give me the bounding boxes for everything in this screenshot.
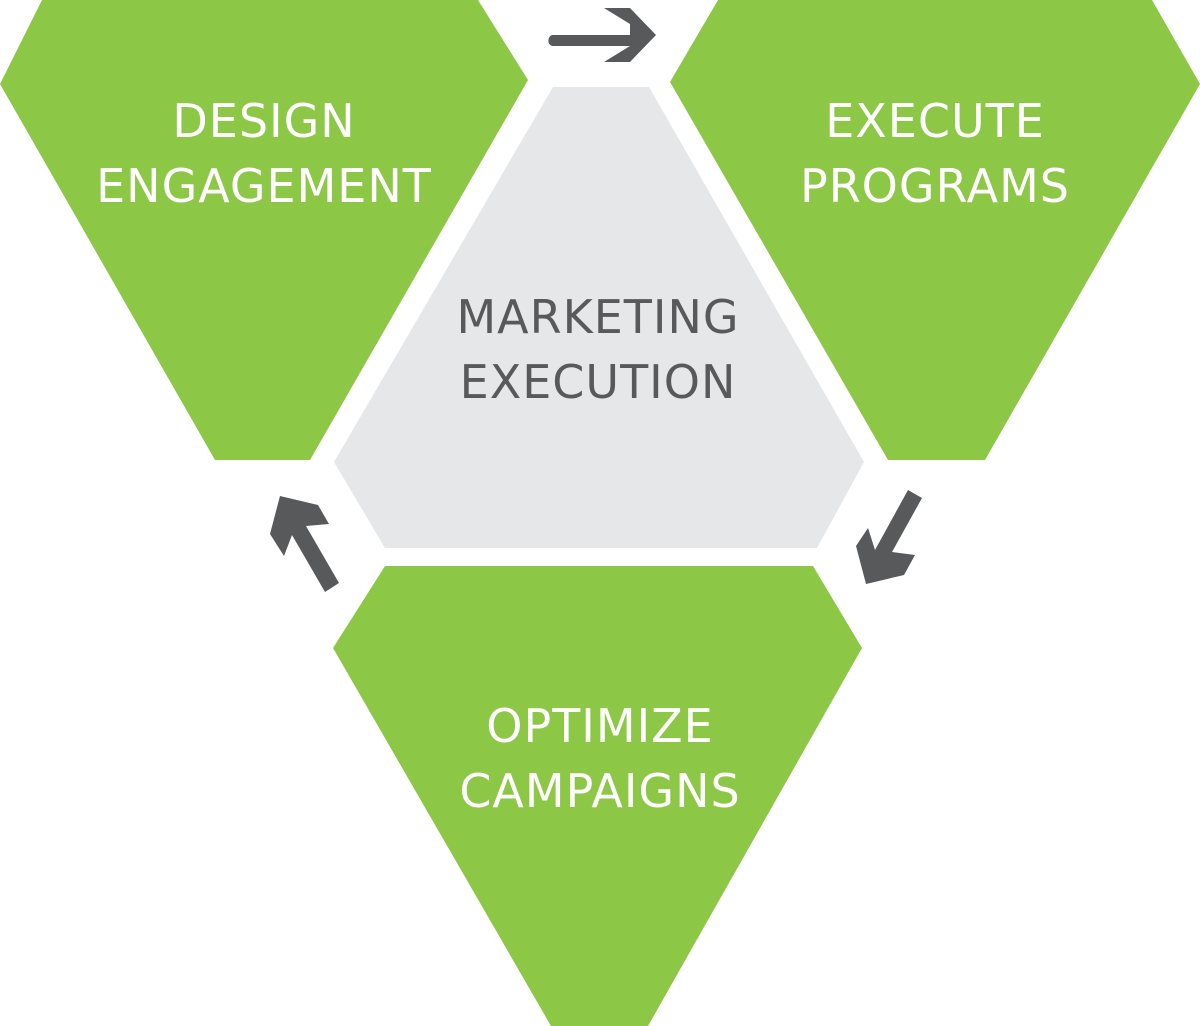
stage-optimize-campaigns-line2: CAMPAIGNS bbox=[459, 764, 740, 818]
stage-design-engagement: DESIGN ENGAGEMENT bbox=[0, 0, 528, 460]
stage-execute-programs-shape bbox=[670, 0, 1200, 460]
stage-design-engagement-shape bbox=[0, 0, 528, 460]
stage-design-engagement-line2: ENGAGEMENT bbox=[96, 159, 432, 213]
arrow-down-left-icon bbox=[856, 490, 922, 584]
arrow-design-to-execute bbox=[548, 8, 656, 62]
stage-design-engagement-line1: DESIGN bbox=[172, 94, 355, 148]
stage-optimize-campaigns-shape bbox=[333, 566, 862, 1026]
arrow-optimize-to-design bbox=[270, 496, 339, 592]
stage-optimize-campaigns: OPTIMIZE CAMPAIGNS bbox=[333, 566, 862, 1026]
stage-execute-programs: EXECUTE PROGRAMS bbox=[670, 0, 1200, 460]
arrow-right-icon bbox=[548, 8, 656, 62]
stage-execute-programs-line1: EXECUTE bbox=[825, 94, 1045, 148]
center-marketing-execution-shape bbox=[334, 87, 864, 548]
stage-optimize-campaigns-line1: OPTIMIZE bbox=[486, 699, 713, 753]
arrow-execute-to-optimize bbox=[856, 490, 922, 584]
center-marketing-execution: MARKETING EXECUTION bbox=[334, 87, 864, 548]
arrow-up-left-icon bbox=[270, 496, 339, 592]
stage-execute-programs-line2: PROGRAMS bbox=[800, 159, 1070, 213]
center-title-line1: MARKETING bbox=[456, 290, 739, 344]
center-title-line2: EXECUTION bbox=[460, 355, 737, 409]
